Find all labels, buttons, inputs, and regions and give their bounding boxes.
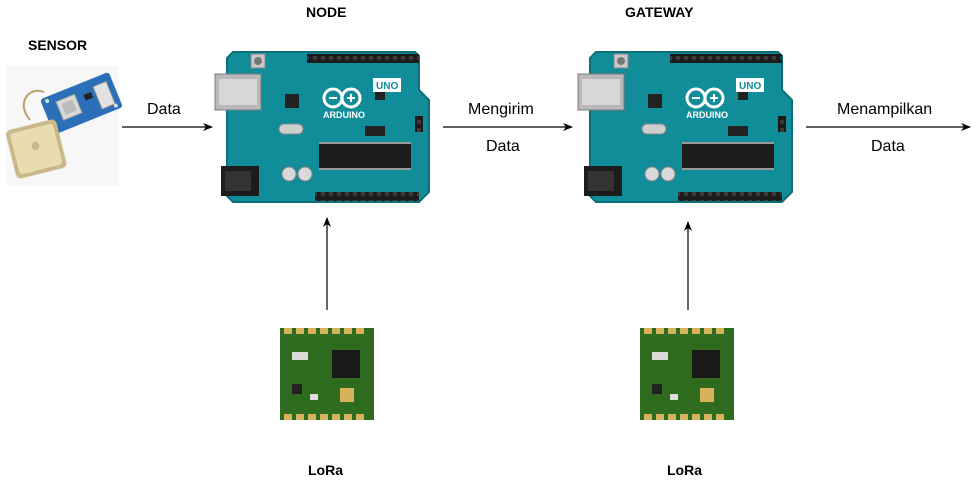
lora-node-title: LoRa <box>308 462 343 478</box>
edge-label-node-gateway-line1: Mengirim <box>468 101 534 118</box>
edge-label-gateway-out-line2: Data <box>871 138 905 155</box>
arduino-gateway-image: ARDUINO UNO <box>577 51 793 203</box>
edge-label-sensor-node: Data <box>147 101 181 118</box>
board-model-text-gateway: UNO <box>739 81 761 92</box>
edge-label-node-gateway-line2: Data <box>486 138 520 155</box>
gps-sensor-image <box>6 66 122 186</box>
board-brand-text-gateway: ARDUINO <box>686 110 728 120</box>
edge-label-gateway-out-line1: Menampilkan <box>837 101 933 118</box>
lora-gateway-image <box>640 328 734 420</box>
gateway-title: GATEWAY <box>625 4 694 20</box>
board-brand-text: ARDUINO <box>323 110 365 120</box>
arduino-node-image: ARDUINO UNO <box>214 51 430 203</box>
lora-gateway-title: LoRa <box>667 462 702 478</box>
lora-node-image <box>280 328 374 420</box>
node-title: NODE <box>306 4 347 20</box>
sensor-title: SENSOR <box>28 37 88 53</box>
board-model-text: UNO <box>376 81 398 92</box>
